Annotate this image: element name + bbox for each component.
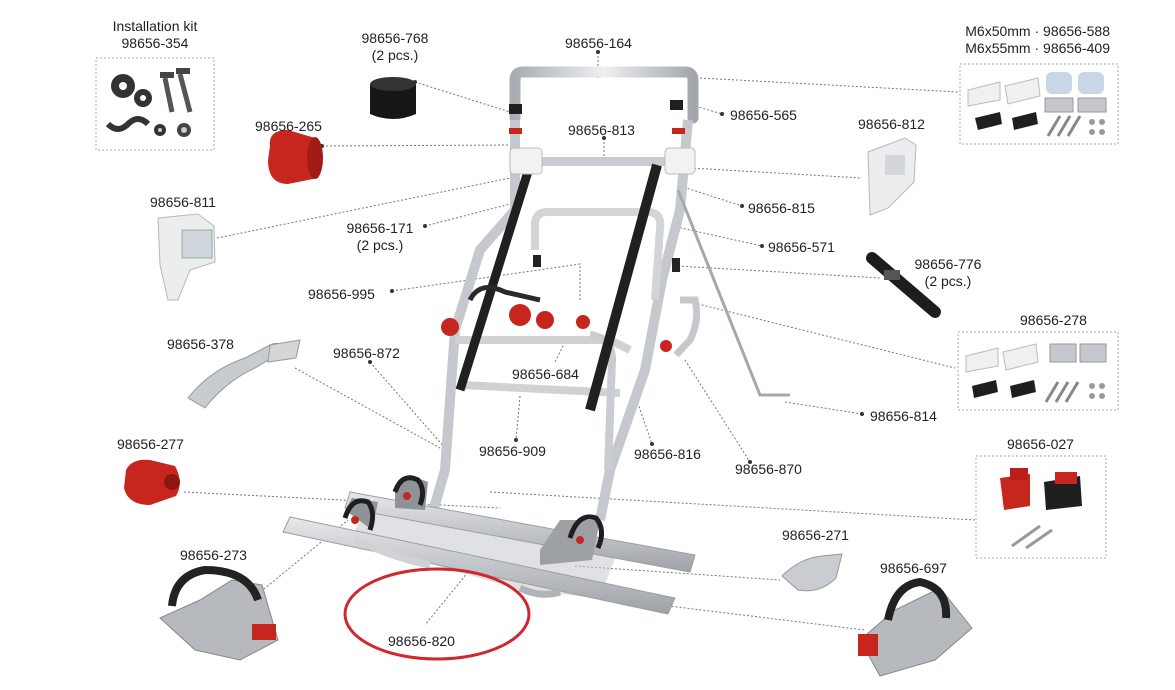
label-98656-571: 98656-571 xyxy=(768,239,835,255)
label-98656-870: 98656-870 xyxy=(735,461,802,477)
platform-wheel-holders xyxy=(342,475,604,550)
label-installation-kit: Installation kit 98656-354 xyxy=(112,18,198,51)
part-98656-271 xyxy=(781,553,843,592)
label-98656-776: 98656-776 (2 pcs.) xyxy=(914,256,982,289)
part-98656-588-box xyxy=(959,63,1119,145)
part-98656-811 xyxy=(157,213,216,301)
rail-platform xyxy=(282,475,696,615)
leader-dots xyxy=(320,50,864,464)
label-98656-814: 98656-814 xyxy=(870,408,937,424)
label-98656-815: 98656-815 xyxy=(748,200,815,216)
label-98656-684: 98656-684 xyxy=(512,366,579,382)
part-98656-812 xyxy=(867,137,917,216)
label-98656-995: 98656-995 xyxy=(308,286,375,302)
label-98656-768: 98656-768 (2 pcs.) xyxy=(361,30,429,63)
highlight-ellipse xyxy=(343,567,531,661)
label-98656-812: 98656-812 xyxy=(858,116,925,132)
part-98656-278-box xyxy=(957,331,1119,411)
label-98656-820: 98656-820 xyxy=(388,633,455,649)
part-98656-776 xyxy=(866,252,941,318)
part-98656-697 xyxy=(858,577,973,677)
label-98656-171: 98656-171 (2 pcs.) xyxy=(346,220,414,253)
label-98656-271: 98656-271 xyxy=(782,527,849,543)
label-98656-164: 98656-164 xyxy=(565,35,632,51)
part-98656-768 xyxy=(370,77,416,119)
label-98656-277: 98656-277 xyxy=(117,436,184,452)
part-98656-273 xyxy=(159,565,279,661)
part-98656-265 xyxy=(268,130,323,184)
label-98656-027: 98656-027 xyxy=(1007,436,1074,452)
installation-kit-box xyxy=(95,57,215,151)
part-98656-027-box xyxy=(975,455,1107,559)
label-98656-378: 98656-378 xyxy=(167,336,234,352)
bike-rack-frame xyxy=(427,66,790,521)
part-98656-378 xyxy=(187,339,301,409)
label-98656-278: 98656-278 xyxy=(1020,312,1087,328)
label-98656-588: M6x50mm · 98656-588 M6x55mm · 98656-409 xyxy=(965,23,1110,56)
label-98656-265: 98656-265 xyxy=(255,118,322,134)
label-98656-813: 98656-813 xyxy=(568,122,635,138)
label-98656-872: 98656-872 xyxy=(333,345,400,361)
part-98656-277 xyxy=(124,459,180,505)
label-98656-811: 98656-811 xyxy=(150,194,216,210)
label-98656-909: 98656-909 xyxy=(479,443,546,459)
label-98656-565: 98656-565 xyxy=(730,107,797,123)
label-98656-816: 98656-816 xyxy=(634,446,701,462)
label-98656-697: 98656-697 xyxy=(880,560,947,576)
label-98656-273: 98656-273 xyxy=(180,547,247,563)
